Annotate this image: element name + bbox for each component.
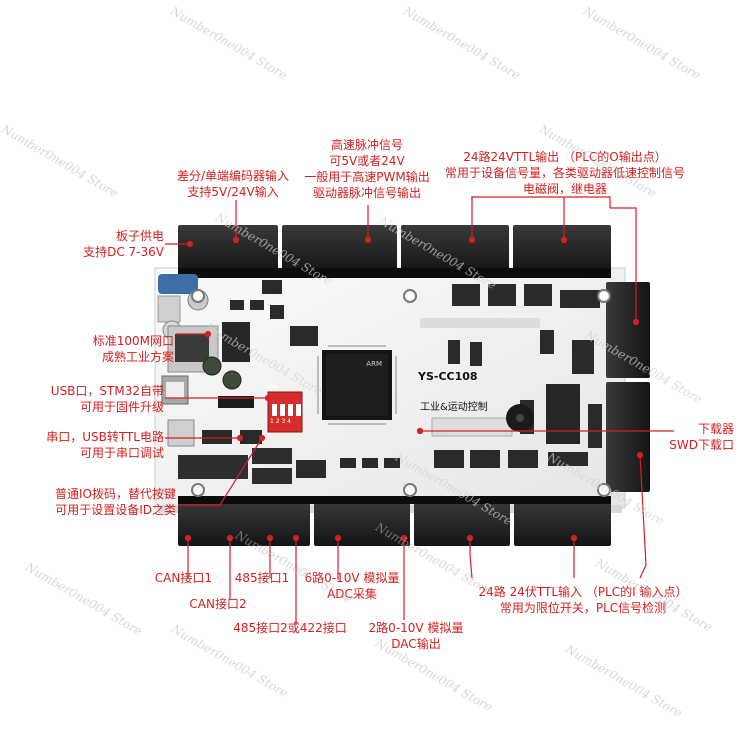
top-terminal-blocks — [178, 225, 611, 278]
dip-number-labels: 1 2 3 4 — [270, 418, 291, 425]
mounting-holes — [191, 289, 611, 497]
dip-switch — [267, 391, 303, 433]
label-board-power: 板子供电支持DC 7-36V — [64, 228, 164, 260]
annotation-line: 支持5V/24V输入 — [187, 185, 279, 199]
label-can1: CAN接口1 — [122, 570, 212, 586]
label-rs485-2: 485接口2或422接口 — [220, 620, 360, 636]
label-pulse-output: 高速脉冲信号可5V或者24V 一般用于高速PWM输出驱动器脉冲信号输出 — [282, 137, 452, 201]
annotation-line: 可用于串口调试 — [79, 446, 164, 460]
dip-on-label: ON — [268, 384, 278, 391]
annotation-line: CAN接口1 — [154, 571, 212, 585]
svg-text:ARM: ARM — [366, 360, 382, 368]
right-terminal-blocks — [606, 282, 650, 492]
annotation-line: 24路 24伏TTL输入 （PLC的I 输入点） — [478, 585, 688, 599]
annotation-line: 6路0-10V 模拟量 — [304, 571, 400, 585]
label-dac-output: 2路0-10V 模拟量 DAC输出 — [356, 620, 476, 652]
annotation-line: CAN接口2 — [189, 597, 247, 611]
annotation-line: 差分/单端编码器输入 — [176, 169, 290, 183]
label-dip-switch: 普通IO拨码，替代按键可用于设置设备ID之类 — [4, 486, 176, 518]
label-ttl-output: 24路24VTTL输出 （PLC的O输出点） 常用于设备信号量，各类驱动器低速控制… — [420, 149, 710, 197]
label-can2: CAN接口2 — [178, 596, 258, 612]
right-components — [296, 284, 602, 478]
annotation-line: 驱动器脉冲信号输出 — [312, 186, 421, 200]
annotation-line: 板子供电 — [115, 229, 164, 243]
annotation-line: 24路24VTTL输出 （PLC的O输出点） — [463, 150, 667, 164]
mcu-chip: ARM — [317, 345, 397, 425]
annotation-line: 标准100M网口 — [92, 334, 174, 348]
label-rs485-1: 485接口1 — [222, 570, 302, 586]
annotation-line: 可用于设置设备ID之类 — [55, 503, 176, 517]
label-adc-input: 6路0-10V 模拟量 ADC采集 — [292, 570, 412, 602]
annotation-line: ADC采集 — [327, 587, 377, 601]
annotation-line: 串口，USB转TTL电路 — [46, 430, 164, 444]
annotation-line: 支持DC 7-36V — [83, 245, 164, 259]
annotation-line: 485接口1 — [234, 571, 290, 585]
annotation-line: SWD下载口 — [669, 438, 734, 452]
annotation-line: USB口，STM32自带 — [50, 384, 164, 398]
label-encoder-input: 差分/单端编码器输入支持5V/24V输入 — [148, 168, 318, 200]
annotation-line: 常用于设备信号量，各类驱动器低速控制信号 — [444, 166, 685, 180]
annotation-line: 普通IO拨码，替代按键 — [55, 487, 176, 501]
annotation-line: 成熟工业方案 — [101, 350, 174, 364]
label-ethernet-port: 标准100M网口成熟工业方案 — [44, 333, 174, 365]
board-model-label: YS-CC108 — [418, 370, 478, 383]
annotation-line: 2路0-10V 模拟量 — [368, 621, 464, 635]
label-usb-port: USB口，STM32自带可用于固件升级 — [24, 383, 164, 415]
annotation-line: DAC输出 — [391, 637, 441, 651]
annotation-line: 高速脉冲信号 — [330, 138, 403, 152]
board-subtitle-label: 工业&运动控制 — [420, 402, 488, 413]
label-downloader: 下载器 SWD下载口 — [664, 421, 734, 453]
annotation-line: 常用为限位开关，PLC信号检测 — [499, 601, 667, 615]
label-serial-port: 串口，USB转TTL电路可用于串口调试 — [24, 429, 164, 461]
bottom-terminal-blocks — [178, 496, 611, 546]
label-ttl-input: 24路 24伏TTL输入 （PLC的I 输入点） 常用为限位开关，PLC信号检测 — [452, 584, 714, 616]
annotation-line: 485接口2或422接口 — [233, 621, 347, 635]
annotation-line: 下载器 — [697, 422, 734, 436]
annotation-leaders — [165, 196, 674, 624]
annotation-line: 可5V或者24V — [329, 154, 405, 168]
annotation-line: 一般用于高速PWM输出 — [304, 170, 430, 184]
annotation-line: 电磁阀，继电器 — [522, 182, 607, 196]
annotation-line: 可用于固件升级 — [79, 400, 164, 414]
